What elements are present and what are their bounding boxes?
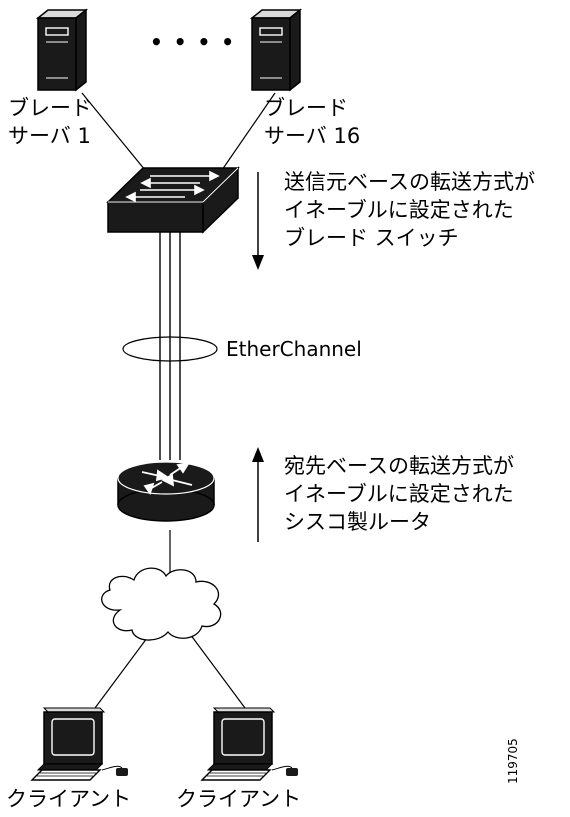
link-server16-switch (221, 92, 276, 171)
server-16-label-line1: ブレード (264, 96, 348, 120)
router-note-line3: シスコ製ルータ (284, 510, 431, 534)
etherchannel-label: EtherChannel (226, 337, 362, 361)
server-1-label-line2: サーバ 1 (8, 124, 91, 148)
link-server1-switch (81, 92, 146, 171)
server-16-label: ブレード サーバ 16 (264, 94, 360, 150)
link-cloud-client1 (94, 633, 151, 709)
switch-note-line2: イネーブルに設定された (284, 198, 514, 222)
switch-note: 送信元ベースの転送方式が イネーブルに設定された ブレード スイッチ (284, 168, 535, 252)
router-note: 宛先ベースの転送方式が イネーブルに設定された シスコ製ルータ (284, 452, 514, 536)
server-1-label: ブレード サーバ 1 (8, 94, 92, 150)
link-cloud-client2 (189, 633, 246, 709)
server-16-label-line2: サーバ 16 (264, 124, 361, 148)
figure-number: 119705 (506, 738, 520, 784)
router-note-line1: 宛先ベースの転送方式が (284, 454, 514, 478)
server-1-label-line1: ブレード (8, 96, 92, 120)
destination-forwarding-arrow (252, 447, 264, 542)
blade-switch-icon (106, 166, 240, 234)
etherchannel-links (159, 230, 181, 460)
server-ellipsis: • • • • (150, 30, 237, 54)
source-forwarding-arrow (252, 172, 264, 270)
cloud-icon (101, 567, 222, 641)
switch-note-line3: ブレード スイッチ (284, 226, 459, 250)
blade-server-icon (35, 8, 89, 92)
router-icon (117, 461, 215, 522)
router-note-line2: イネーブルに設定された (284, 482, 514, 506)
client-1-label: クライアント (6, 787, 132, 811)
etherchannel-ellipse (122, 336, 218, 362)
switch-note-line1: 送信元ベースの転送方式が (284, 170, 535, 194)
blade-server-icon (249, 8, 303, 92)
client-2-label: クライアント (176, 787, 302, 811)
client-pc-icon (200, 707, 298, 781)
client-pc-icon (30, 707, 128, 781)
